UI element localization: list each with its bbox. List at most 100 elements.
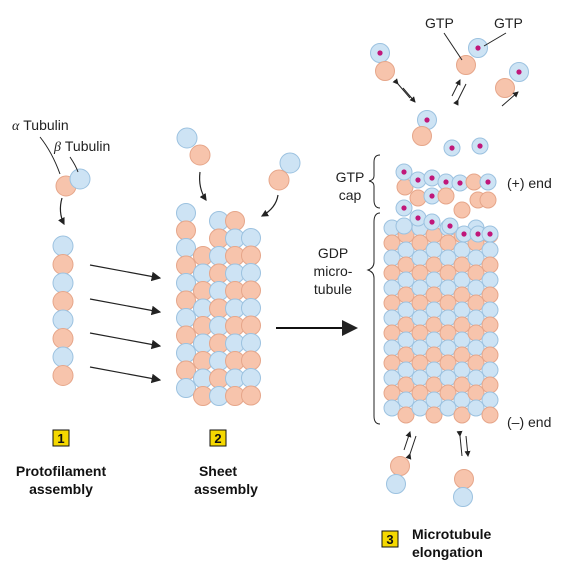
alpha-tubulin-subunit [411, 234, 429, 252]
alpha-tubulin-subunit [397, 346, 415, 364]
beta-tubulin-subunit [467, 369, 485, 387]
proto-arrow [58, 197, 65, 226]
step-3-line1: Microtubule [412, 526, 492, 542]
step-2-line1: Sheet [199, 463, 237, 479]
beta-tubulin-subunit [467, 249, 485, 267]
alpha-tubulin-subunit [383, 324, 401, 342]
alpha-tubulin-subunit [268, 169, 290, 191]
alpha-tubulin-subunit [453, 286, 471, 304]
beta-tubulin-subunit [69, 168, 91, 190]
alpha-tubulin-subunit [176, 325, 196, 346]
beta-tubulin-subunit [383, 249, 401, 267]
alpha-tubulin-subunit [411, 294, 429, 312]
beta-tubulin-subunit [425, 241, 443, 259]
step-2-badge [209, 429, 227, 447]
beta-leader-line [69, 156, 79, 173]
sheet-arrow-right [260, 194, 279, 217]
beta-tubulin-subunit [467, 399, 485, 417]
alpha-tubulin-subunit [481, 346, 499, 364]
step-1-line1: Protofilament [16, 463, 107, 479]
alpha-tubulin-subunit [425, 256, 443, 274]
alpha-tubulin-subunit [453, 201, 471, 219]
beta-tubulin-subunit [383, 399, 401, 417]
alpha-tubulin-subunit [453, 256, 471, 274]
beta-tubulin-subunit [52, 272, 74, 294]
beta-tubulin-subunit [439, 339, 457, 357]
beta-tubulin-subunit [411, 309, 429, 327]
beta-tubulin-subunit [395, 217, 413, 235]
beta-tubulin-subunit [453, 391, 471, 409]
gtp-dot [475, 45, 481, 51]
alpha-tubulin-subunit [409, 189, 427, 207]
alpha-tubulin-subunit [439, 294, 457, 312]
alpha-tubulin-subunit [481, 376, 499, 394]
alpha-tubulin-subunit [397, 376, 415, 394]
alpha-tubulin-subunit [467, 384, 485, 402]
beta-tubulin-subunit [52, 235, 74, 257]
gtp-dot [429, 193, 435, 199]
beta-tubulin-subunit [481, 331, 499, 349]
gtp-leader-left [443, 32, 463, 61]
to-sheet-arrow-2 [89, 298, 162, 316]
alpha-tubulin-subunit [241, 280, 261, 301]
alpha-tubulin-subunit [453, 376, 471, 394]
gtp-dots [377, 45, 522, 237]
alpha-tubulin-subunit [176, 255, 196, 276]
gtp-leader-right [483, 32, 507, 47]
alpha-tubulin-subunit [439, 264, 457, 282]
beta-tubulin-subunit [397, 271, 415, 289]
gtp-dot [461, 231, 467, 237]
beta-tubulin-subunit [453, 241, 471, 259]
sheet-arrow-left [199, 171, 207, 201]
beta-tubulin-subunit [425, 331, 443, 349]
beta-tubulin-subunit [425, 271, 443, 289]
alpha-tubulin-subunit [375, 61, 395, 81]
beta-tubulin-subunit [481, 271, 499, 289]
beta-tubulin-subunit [176, 238, 196, 258]
beta-tubulin-subunit [411, 369, 429, 387]
alpha-tubulin-subunit [467, 324, 485, 342]
plus-end-label: (+) end [507, 175, 552, 191]
alpha-tubulin-subunit [481, 286, 499, 304]
gtp-label-left: GTP [425, 15, 454, 31]
alpha-tubulin-subunit [425, 376, 443, 394]
alpha-tubulin-subunit [439, 324, 457, 342]
alpha-tubulin-subunit [397, 406, 415, 424]
beta-tubulin-subunit [383, 309, 401, 327]
to-sheet-arrow-3 [89, 332, 162, 350]
alpha-tubulin-subunit [383, 384, 401, 402]
beta-tubulin-subunit [481, 391, 499, 409]
alpha-tubulin-subunit [467, 294, 485, 312]
beta-tubulin-subunit [411, 339, 429, 357]
gdp-label-3: tubule [314, 281, 352, 297]
beta-tubulin-subunit [397, 301, 415, 319]
beta-tubulin-subunit [397, 241, 415, 259]
alpha-tubulin-subunit [176, 290, 196, 311]
beta-tubulin-subunit [453, 487, 473, 507]
gtp-dot [443, 179, 449, 185]
gtp-dot [449, 145, 455, 151]
beta-tubulin-subunit [481, 361, 499, 379]
step-2-line2: assembly [194, 481, 258, 497]
step-1-badge [52, 429, 70, 447]
free-tubulin-dimers [370, 38, 529, 507]
gtp-dot [457, 180, 463, 186]
beta-tubulin-subunit [386, 474, 406, 494]
microtubule [383, 137, 499, 424]
alpha-tubulin-subunit [481, 406, 499, 424]
alpha-tubulin-subunit [467, 264, 485, 282]
alpha-tubulin-subunit [425, 316, 443, 334]
gtp-dot [401, 169, 407, 175]
step-1-line2: assembly [29, 481, 93, 497]
alpha-tubulin-subunit [383, 354, 401, 372]
alpha-tubulin-subunit [241, 315, 261, 336]
beta-tubulin-subunit [467, 279, 485, 297]
beta-tubulin-subunit [453, 361, 471, 379]
beta-tubulin-label: β Tubulin [53, 138, 110, 155]
alpha-tubulin-subunit [425, 286, 443, 304]
minus-end-label: (–) end [507, 414, 551, 430]
beta-tubulin-subunit [241, 263, 261, 283]
alpha-tubulin-subunit [453, 346, 471, 364]
alpha-tubulin-subunit [411, 264, 429, 282]
